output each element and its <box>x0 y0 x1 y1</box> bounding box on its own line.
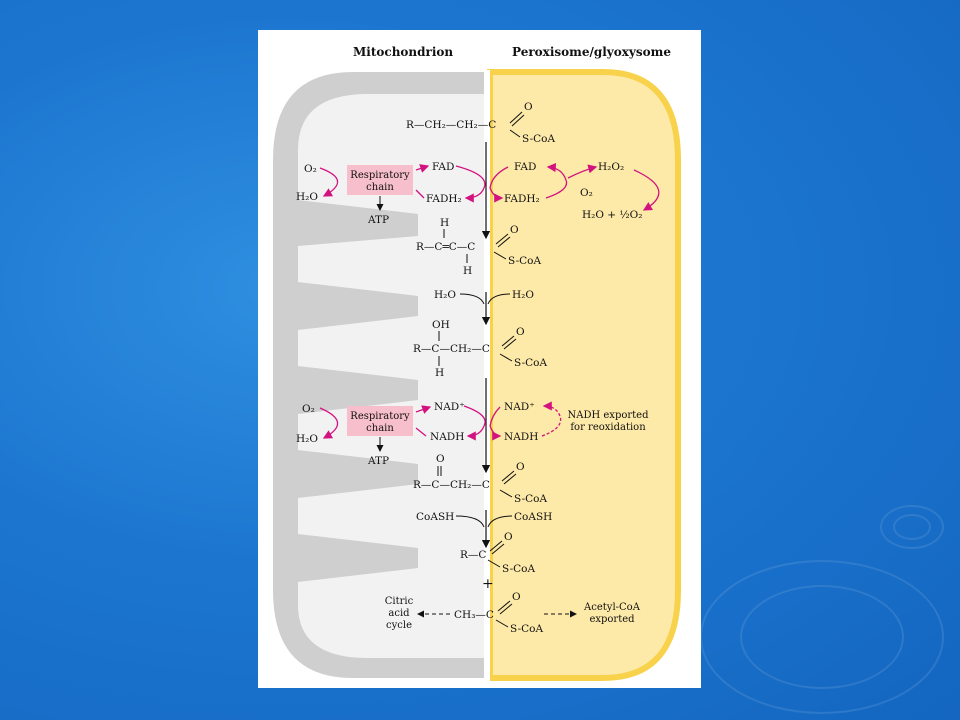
mitochondrion-compartment <box>273 72 486 678</box>
svg-text:S-CoA: S-CoA <box>502 563 535 575</box>
svg-text:H₂O: H₂O <box>512 289 534 301</box>
svg-text:NADH: NADH <box>504 431 538 443</box>
svg-text:H₂O + ½O₂: H₂O + ½O₂ <box>582 209 642 221</box>
svg-text:OH: OH <box>432 319 450 331</box>
o2-label: O₂ <box>304 163 317 175</box>
svg-text:NADH exported: NADH exported <box>568 410 650 421</box>
hydroxyacyl-coa: OH R—C—CH₂—C H O S-CoA <box>413 319 547 379</box>
thiolysis-step: CoASH CoASH <box>416 511 552 528</box>
svg-text:for reoxidation: for reoxidation <box>570 422 646 433</box>
svg-text:O: O <box>516 326 525 338</box>
peroxisome-compartment <box>484 69 681 682</box>
svg-text:H: H <box>435 367 444 379</box>
svg-text:R—C—CH₂—C: R—C—CH₂—C <box>413 479 490 491</box>
svg-text:O: O <box>516 461 525 473</box>
svg-text:O₂: O₂ <box>302 403 315 415</box>
svg-text:acid: acid <box>388 608 410 619</box>
acyl-coa-substrate: R—CH₂—CH₂—C O S-CoA <box>406 101 555 145</box>
svg-text:chain: chain <box>366 423 394 434</box>
svg-text:Acetyl-CoA: Acetyl-CoA <box>583 602 641 613</box>
svg-text:FADH₂: FADH₂ <box>504 193 540 205</box>
shortened-acyl-coa: R—C O S-CoA + <box>460 531 535 592</box>
svg-text:O: O <box>510 224 519 236</box>
svg-text:O: O <box>512 591 521 603</box>
svg-text:S-CoA: S-CoA <box>508 255 541 267</box>
perox-fad-reaction: FAD FADH₂ H₂O₂ O₂ H₂O + ½O₂ <box>489 161 660 221</box>
svg-text:H₂O: H₂O <box>296 433 318 445</box>
figure-panel: Mitochondrion Peroxisome/glyoxysome R—CH… <box>258 30 701 688</box>
svg-text:O: O <box>504 531 513 543</box>
svg-text:O: O <box>436 453 445 465</box>
respiratory-chain-box <box>347 165 413 195</box>
svg-text:cycle: cycle <box>386 620 412 631</box>
svg-text:FADH₂: FADH₂ <box>426 193 462 205</box>
svg-text:H₂O: H₂O <box>434 289 456 301</box>
svg-text:H: H <box>463 265 472 277</box>
svg-text:O: O <box>524 101 533 113</box>
svg-text:CH₃—C: CH₃—C <box>454 609 494 621</box>
svg-text:R—C═C—C: R—C═C—C <box>416 241 475 253</box>
svg-text:S-CoA: S-CoA <box>510 623 543 635</box>
atp-label: ATP <box>367 214 389 226</box>
mito-fad-reaction: O₂ H₂O Respiratory chain ATP FAD FADH₂ <box>296 161 486 226</box>
peroxisome-header: Peroxisome/glyoxysome <box>512 45 671 59</box>
ketoacyl-coa: O R—C—CH₂—C O S-CoA <box>413 453 547 505</box>
mitochondrion-header: Mitochondrion <box>353 45 453 59</box>
svg-text:S-CoA: S-CoA <box>514 357 547 369</box>
svg-text:R—C—CH₂—C: R—C—CH₂—C <box>413 343 490 355</box>
respiratory-chain-box-2 <box>347 406 413 436</box>
perox-nad-reaction: NAD⁺ NADH NADH exported for reoxidation <box>489 401 650 443</box>
svg-text:NADH: NADH <box>430 431 464 443</box>
svg-text:ATP: ATP <box>367 455 389 467</box>
svg-text:exported: exported <box>589 614 635 625</box>
svg-text:FAD: FAD <box>514 161 536 173</box>
svg-text:O₂: O₂ <box>580 187 593 199</box>
svg-text:NAD⁺: NAD⁺ <box>434 401 465 413</box>
svg-text:NAD⁺: NAD⁺ <box>504 401 535 413</box>
svg-text:Citric: Citric <box>385 596 414 607</box>
h2o-label: H₂O <box>296 191 318 203</box>
svg-text:chain: chain <box>366 182 394 193</box>
svg-text:S-CoA: S-CoA <box>522 133 555 145</box>
svg-text:S-CoA: S-CoA <box>514 493 547 505</box>
enoyl-coa: H R—C═C—C H O S-CoA <box>416 217 541 277</box>
svg-text:FAD: FAD <box>432 161 454 173</box>
svg-text:CoASH: CoASH <box>514 511 552 523</box>
svg-text:+: + <box>482 576 494 592</box>
svg-text:Respiratory: Respiratory <box>350 411 410 422</box>
svg-text:R—CH₂—CH₂—C: R—CH₂—CH₂—C <box>406 119 496 131</box>
svg-text:Respiratory: Respiratory <box>350 170 410 181</box>
mito-nad-reaction: O₂ H₂O Respiratory chain ATP NAD⁺ NADH <box>296 401 486 467</box>
hydration-step: H₂O H₂O <box>434 289 534 305</box>
acetyl-coa: CH₃—C O S-CoA Citric acid cycle Acetyl-C… <box>385 591 641 635</box>
svg-text:H₂O₂: H₂O₂ <box>598 161 624 173</box>
svg-text:H: H <box>440 217 449 229</box>
svg-text:R—C: R—C <box>460 549 486 561</box>
svg-text:CoASH: CoASH <box>416 511 454 523</box>
